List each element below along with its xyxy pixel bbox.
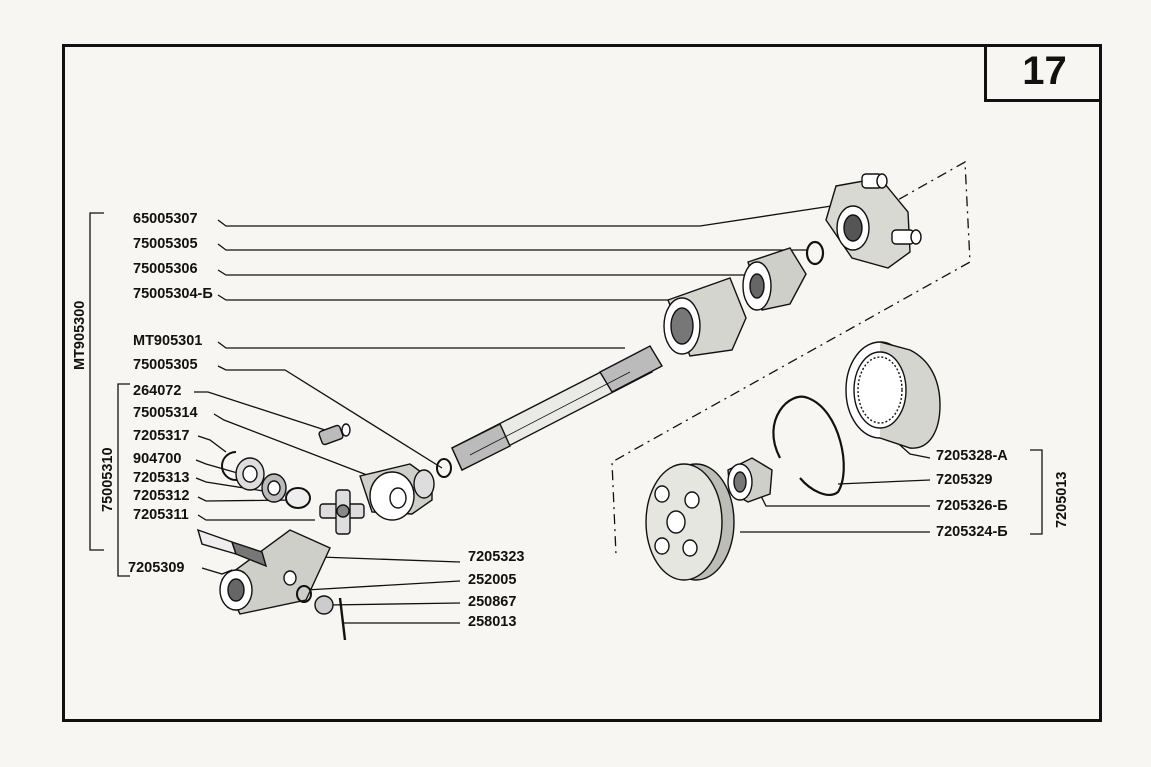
label-904700: 904700 — [133, 451, 182, 467]
drawing-frame — [62, 44, 1102, 722]
label-7205309: 7205309 — [128, 560, 185, 576]
label-264072: 264072 — [133, 383, 182, 399]
spring-ring-part-7205329 — [772, 395, 845, 496]
group-label-75005310: 75005310 — [100, 447, 116, 512]
page-number: 17 — [984, 44, 1102, 102]
disc-part-7205324b — [645, 463, 735, 581]
label-7205313: 7205313 — [133, 470, 190, 486]
group-label-mt905300: MT905300 — [72, 300, 88, 370]
parts — [196, 173, 941, 641]
bearing-part-7205313 — [261, 473, 287, 503]
bracket-75005310 — [117, 383, 130, 577]
drum-part-7205328a — [845, 341, 941, 449]
yoke-part-75005314 — [359, 463, 435, 521]
nut-part-250867 — [314, 595, 334, 615]
label-7205329: 7205329 — [936, 472, 993, 488]
nipple-part-264072 — [318, 423, 351, 446]
label-7205323: 7205323 — [468, 549, 525, 565]
label-mt905301: MT905301 — [133, 333, 203, 349]
cone-part-75005306 — [742, 247, 807, 311]
flange-part-65005307 — [825, 173, 922, 269]
label-7205328a: 7205328-А — [936, 448, 1008, 464]
shaft-part-mt905301 — [451, 345, 663, 471]
ring-part-75005305-mid — [436, 458, 452, 478]
bearing-part-904700 — [235, 457, 265, 491]
label-75005305-top: 75005305 — [133, 236, 198, 252]
label-258013: 258013 — [468, 614, 517, 630]
label-7205324b: 7205324-Б — [936, 524, 1008, 540]
label-7205312: 7205312 — [133, 488, 190, 504]
group-label-7205013: 7205013 — [1054, 471, 1070, 528]
pin-part-258013 — [338, 597, 347, 641]
bolt-part-7205323 — [196, 528, 268, 568]
ring-part-75005305 — [805, 240, 825, 266]
label-75005314: 75005314 — [133, 405, 198, 421]
label-7205326b: 7205326-Б — [936, 498, 1008, 514]
cross-part-7205311 — [319, 489, 365, 535]
label-250867: 250867 — [468, 594, 517, 610]
label-75005306: 75005306 — [133, 261, 198, 277]
label-75005305-mid: 75005305 — [133, 357, 198, 373]
washer-part-252005 — [296, 585, 312, 603]
label-75005304b: 75005304-Б — [133, 286, 213, 302]
label-252005: 252005 — [468, 572, 517, 588]
label-7205311: 7205311 — [133, 507, 189, 523]
label-7205317: 7205317 — [133, 428, 190, 444]
yoke-housing-part-7205309 — [219, 529, 331, 615]
bracket-7205013 — [1030, 449, 1043, 535]
sleeve-part-75005304b — [663, 277, 747, 357]
washer-part-7205312 — [285, 487, 311, 509]
label-65005307: 65005307 — [133, 211, 198, 227]
leader-lines — [89, 160, 1043, 624]
bracket-mt905300 — [89, 212, 104, 551]
bushing-part-7205326b — [727, 457, 773, 503]
